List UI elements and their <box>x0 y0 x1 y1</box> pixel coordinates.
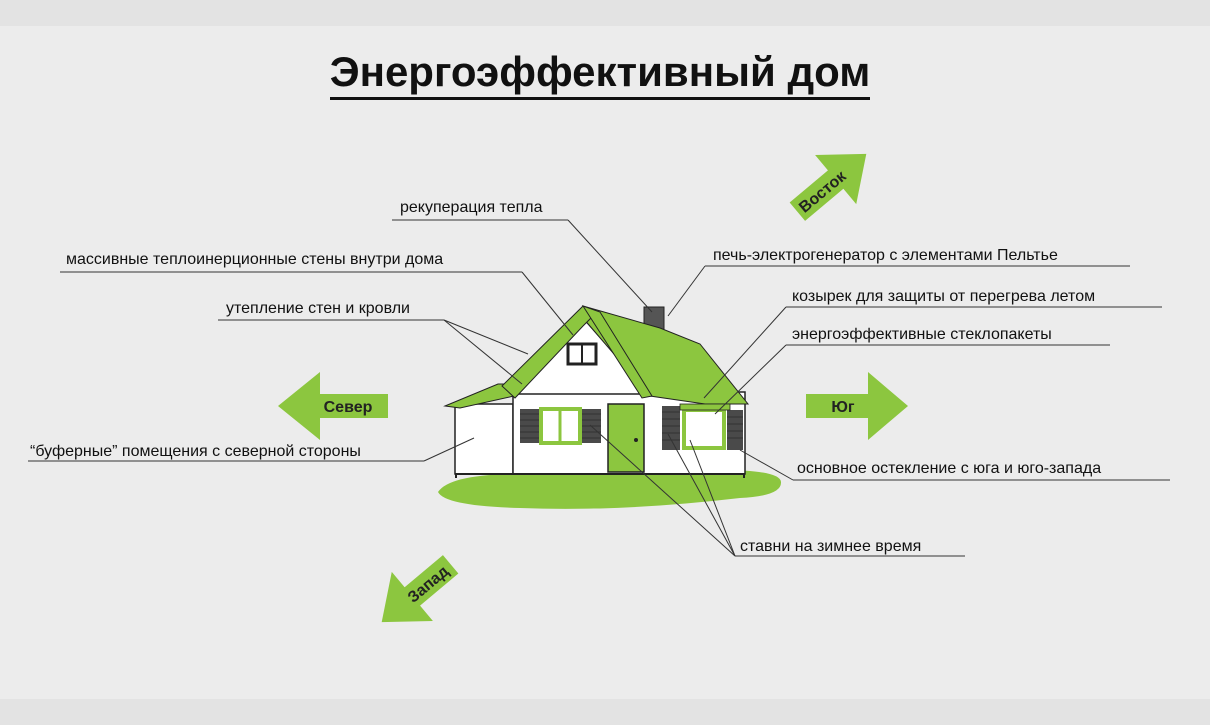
visor <box>679 403 731 411</box>
grass <box>438 470 782 509</box>
label-shutters: ставни на зимнее время <box>740 538 922 555</box>
label-recuperation: рекуперация тепла <box>400 199 543 216</box>
bottom-band <box>0 699 1210 725</box>
side-left-shutter <box>662 406 680 450</box>
side-window <box>682 408 726 450</box>
title-text: Энергоэффективный дом <box>329 48 871 100</box>
east-arrow: Восток <box>789 153 867 221</box>
west-arrow: Запад <box>381 555 459 623</box>
label-buffer-rooms: “буферные” помещения с северной стороны <box>30 443 361 460</box>
south-label: Юг <box>831 399 855 416</box>
side-right-shutter <box>727 410 743 450</box>
roof-front-edge <box>501 305 597 399</box>
label-visor: козырек для защиты от перегрева летом <box>792 288 1096 305</box>
roof-right-edge <box>581 305 653 399</box>
label-glazing: основное остекление с юга и юго-запада <box>797 460 1102 477</box>
south-arrow: Юг <box>806 372 908 440</box>
label-insulation: утепление стен и кровли <box>226 300 410 317</box>
north-arrow: Север <box>278 372 388 440</box>
door <box>607 403 645 473</box>
top-band <box>0 0 1210 26</box>
label-stove: печь-электрогенератор с элементами Пельт… <box>713 247 1058 264</box>
label-windows: энергоэффективные стеклопакеты <box>792 326 1052 343</box>
north-label: Север <box>324 399 373 416</box>
buffer-room-wall <box>454 403 514 475</box>
label-massive-walls: массивные теплоинерционные стены внутри … <box>66 251 444 268</box>
page-title: Энергоэффективный дом <box>0 48 1200 100</box>
